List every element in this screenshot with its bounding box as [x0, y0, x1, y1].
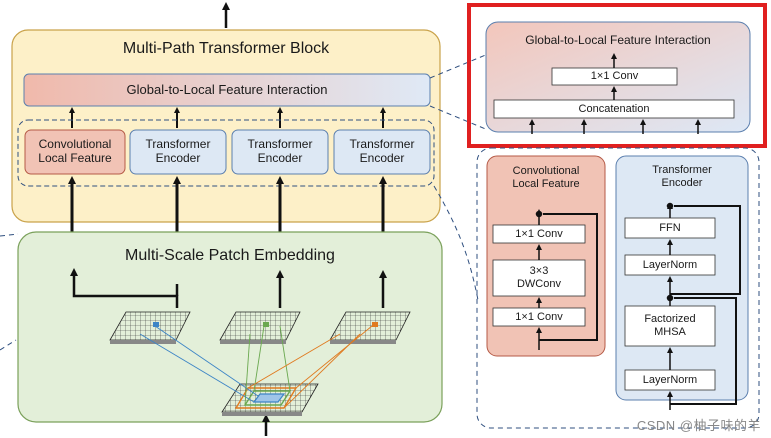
- conv-layer-label-1: 1×1 Conv: [515, 227, 563, 240]
- ffn-label: FFN: [659, 221, 681, 234]
- gfi-conv-label: 1×1 Conv: [590, 70, 639, 83]
- conv-layer-label-3: 1×1 Conv: [515, 310, 563, 323]
- block-title: Multi-Path Transformer Block: [122, 40, 330, 57]
- detail-container: [476, 147, 760, 429]
- dashed-connectors: [0, 53, 489, 351]
- transformer-path-box-2: [231, 129, 329, 175]
- gfi-detail-arrows: [529, 53, 701, 134]
- transformer-path-box-3: [333, 129, 431, 175]
- patch-grid-2: [219, 311, 301, 344]
- conv-path-label: Convolutional Local Feature: [38, 137, 112, 165]
- watermark: CSDN @柚子味的羊: [636, 418, 761, 433]
- conv-detail-panel: [486, 155, 606, 357]
- conv-detail-arrows: [535, 209, 598, 350]
- paths-group: [17, 119, 435, 187]
- highlight-frame: [467, 3, 767, 148]
- patch-marker-2: [263, 322, 269, 327]
- transformer-detail-arrows: [666, 202, 741, 410]
- gfi-detail-title: Global-to-Local Feature Interaction: [525, 33, 711, 47]
- patch-marker-3: [372, 322, 378, 327]
- embedding-to-path-arrows: [68, 176, 387, 232]
- conv-layer-box-2: [492, 259, 586, 297]
- transformer-detail-panel: [615, 155, 749, 401]
- multi-path-transformer-block: [11, 29, 441, 223]
- conv-path-box: [24, 129, 126, 175]
- gfi-label: Global-to-Local Feature Interaction: [126, 82, 328, 97]
- mhsa-box: [624, 305, 716, 347]
- layernorm-label-1: LayerNorm: [642, 258, 698, 271]
- embedding-title: Multi-Scale Patch Embedding: [125, 247, 335, 264]
- conv-detail-title: Convolutional Local Feature: [512, 165, 580, 190]
- layernorm-label-2: LayerNorm: [642, 373, 698, 386]
- gfi-bar: [23, 73, 431, 107]
- transformer-path-label-2: Transformer Encoder: [247, 137, 313, 165]
- embedding-internal-arrows: [70, 268, 387, 436]
- transformer-path-box-1: [129, 129, 227, 175]
- patch-marker-1: [153, 322, 159, 327]
- patch-grid-3: [329, 311, 411, 344]
- projection-lines: [139, 325, 373, 409]
- transformer-path-label-3: Transformer Encoder: [349, 137, 415, 165]
- transformer-detail-title: Transformer Encoder: [652, 164, 712, 189]
- mhsa-label: Factorized MHSA: [644, 313, 696, 338]
- concatenation-label: Concatenation: [578, 102, 650, 115]
- path-to-gfi-arrows: [69, 107, 386, 128]
- conv-layer-label-2: 3×3 DWConv: [516, 265, 561, 290]
- transformer-path-label-1: Transformer Encoder: [145, 137, 211, 165]
